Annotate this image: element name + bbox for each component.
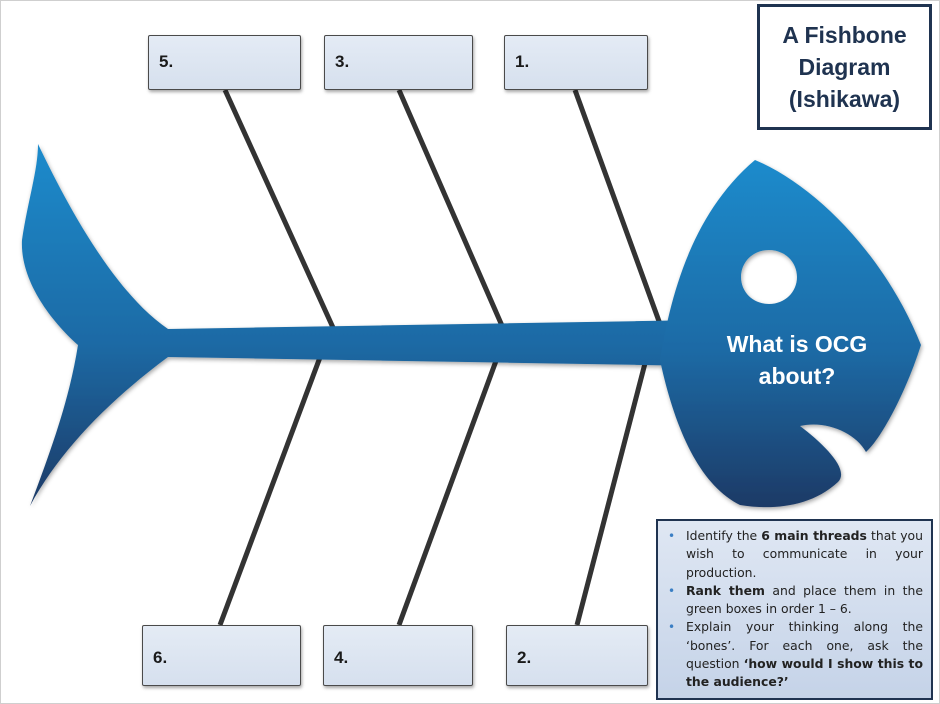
bone-1 xyxy=(572,89,663,325)
cause-box-5[interactable]: 5. xyxy=(148,35,301,90)
instruction-2-bold: Rank them xyxy=(686,582,765,598)
cause-box-5-label: 5. xyxy=(159,52,174,71)
head-label-line-1: What is OCG xyxy=(726,331,868,357)
bone-4 xyxy=(396,349,503,626)
instruction-1-bold: 6 main threads xyxy=(761,528,867,543)
title-line-2: Diagram xyxy=(798,54,891,80)
cause-box-6-label: 6. xyxy=(153,648,168,667)
bone-3 xyxy=(396,88,506,330)
title-line-3: (Ishikawa) xyxy=(788,86,901,112)
instruction-item-1: Identify the 6 main threads that you wis… xyxy=(666,527,923,582)
title-line-1: A Fishbone xyxy=(782,22,907,48)
instructions-list: Identify the 6 main threads that you wis… xyxy=(666,527,923,692)
instructions-panel: Identify the 6 main threads that you wis… xyxy=(656,519,933,700)
instruction-1-text: Identify the xyxy=(686,528,762,543)
cause-box-3[interactable]: 3. xyxy=(324,35,473,90)
fish-head xyxy=(660,160,921,508)
bone-2 xyxy=(574,347,652,626)
instruction-item-3: Explain your thinking along the ‘bones’.… xyxy=(666,618,923,691)
fish-shape xyxy=(21,144,921,508)
cause-box-1[interactable]: 1. xyxy=(504,35,648,90)
instruction-2-text-end: and place them in the green boxes in ord… xyxy=(686,582,923,617)
instruction-1-text-end: that you wish to communicate in your pro… xyxy=(686,528,923,580)
cause-box-2-label: 2. xyxy=(517,648,532,667)
diagram-title: A Fishbone Diagram (Ishikawa) xyxy=(757,4,932,130)
cause-box-4-label: 4. xyxy=(334,648,349,667)
cause-box-6[interactable]: 6. xyxy=(142,625,301,686)
bone-6 xyxy=(217,351,325,626)
bone-5 xyxy=(222,88,338,334)
cause-box-3-label: 3. xyxy=(335,52,350,71)
instruction-3-bold: ‘how would I show this to the audience?’ xyxy=(686,656,923,690)
instruction-item-2: Rank them and place them in the green bo… xyxy=(666,582,923,619)
fish-head-question: What is OCG about? xyxy=(707,328,887,392)
instruction-3-text: Explain your thinking along the ‘bones’.… xyxy=(686,619,923,672)
fish-tail-spine xyxy=(21,144,705,506)
cause-box-4[interactable]: 4. xyxy=(323,625,473,686)
bones xyxy=(217,88,663,626)
head-label-line-2: about? xyxy=(758,363,836,389)
cause-box-1-label: 1. xyxy=(515,52,530,71)
cause-box-2[interactable]: 2. xyxy=(506,625,648,686)
